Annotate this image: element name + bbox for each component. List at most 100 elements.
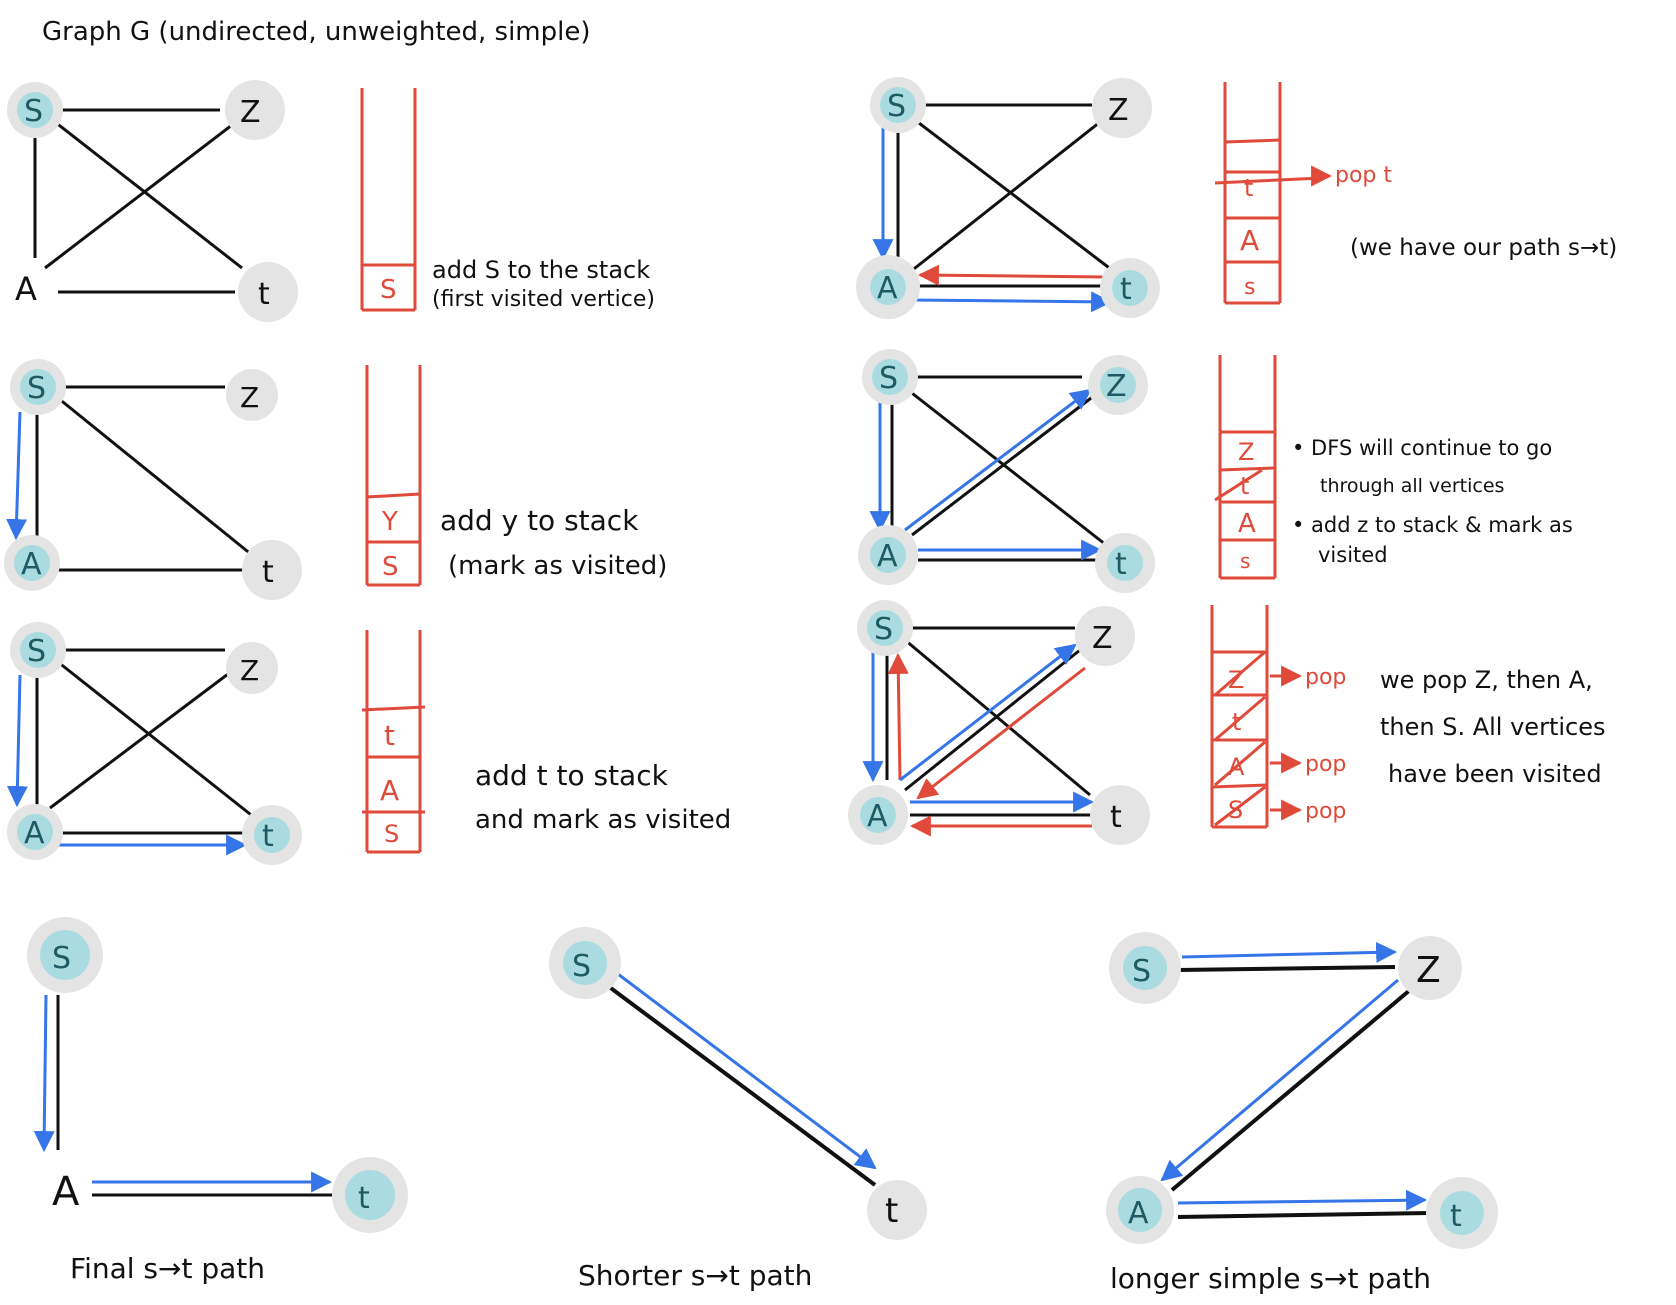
longer-path-z-a xyxy=(1160,978,1399,1182)
svg-text:Z: Z xyxy=(240,95,261,130)
longer-edge-s-z xyxy=(1177,965,1396,972)
panel-6-stack-item-t: t xyxy=(1232,708,1241,736)
svg-text:S: S xyxy=(52,941,71,976)
panel-4-vertex-a: A xyxy=(856,255,920,319)
svg-text:t: t xyxy=(1110,800,1122,835)
panel-1-vertex-a: A xyxy=(15,270,37,308)
panel-1-note-1: add S to the stack xyxy=(432,256,650,284)
caption-longer: longer simple s→t path xyxy=(1110,1262,1431,1295)
svg-text:A: A xyxy=(1128,1196,1149,1231)
svg-text:t: t xyxy=(1120,272,1132,307)
panel-6-stack-item-z: Z xyxy=(1228,666,1244,694)
panel-2-note-1: add y to stack xyxy=(440,504,639,537)
svg-text:Z: Z xyxy=(1092,621,1113,656)
svg-text:t: t xyxy=(262,555,274,590)
svg-text:t: t xyxy=(262,819,274,854)
svg-text:Z: Z xyxy=(1108,93,1129,128)
shorter-edge-s-t xyxy=(598,978,877,1187)
caption-final: Final s→t path xyxy=(70,1252,265,1285)
panel-5-path-a-z xyxy=(904,388,1092,532)
svg-text:A: A xyxy=(867,799,888,834)
longer-vertex-a: A xyxy=(1106,1176,1174,1244)
svg-text:Z: Z xyxy=(240,654,259,687)
panel-3-vertex-z: Z xyxy=(226,642,278,694)
panel-6-note-1: we pop Z, then A, xyxy=(1380,666,1593,694)
final-vertex-s: S xyxy=(27,917,103,993)
panel-3-graph xyxy=(35,648,256,835)
longer-vertex-z: Z xyxy=(1398,936,1462,1000)
panel-2-stack-item-top: Y xyxy=(381,507,398,537)
svg-text:t: t xyxy=(885,1191,898,1231)
shorter-vertex-t: t xyxy=(867,1180,927,1240)
panel-6-back-a-s xyxy=(887,652,909,781)
panel-5-vertex-t: t xyxy=(1095,533,1155,593)
panel-3-stack-item-a: A xyxy=(380,774,399,807)
panel-3-note-1: add t to stack xyxy=(475,759,669,792)
panel-6-stack-item-s: S xyxy=(1228,796,1243,824)
panel-4-path-a-t xyxy=(911,291,1113,313)
svg-text:t: t xyxy=(358,1181,370,1216)
panel-5-vertex-a: A xyxy=(858,525,918,585)
panel-1-graph xyxy=(33,108,243,294)
svg-text:S: S xyxy=(874,612,893,647)
svg-text:S: S xyxy=(879,361,898,396)
panel-6-pop-label-2: pop xyxy=(1305,752,1346,777)
panel-6-pop-label-3: pop xyxy=(1305,799,1346,824)
svg-text:Z: Z xyxy=(240,381,259,414)
panel-3-stack xyxy=(361,630,426,854)
panel-6-note-3: have been visited xyxy=(1388,760,1602,788)
panel-3-stack-item-s: S xyxy=(384,820,399,848)
longer-edge-z-a xyxy=(1170,988,1412,1192)
panel-1-vertex-t: t xyxy=(238,262,298,322)
shorter-path-s-t xyxy=(609,966,877,1170)
svg-text:Z: Z xyxy=(1106,369,1127,404)
panel-5-note-4: visited xyxy=(1318,543,1388,567)
svg-text:S: S xyxy=(27,634,46,669)
diagram-title: Graph G (undirected, unweighted, simple) xyxy=(42,17,591,47)
panel-6-vertex-z: Z xyxy=(1075,606,1135,666)
panel-6-vertex-t: t xyxy=(1090,785,1150,845)
panel-2-graph xyxy=(35,385,253,572)
panel-6-back-z-a xyxy=(916,666,1086,800)
svg-text:A: A xyxy=(15,270,37,308)
svg-text:A: A xyxy=(877,539,898,574)
longer-edge-a-t xyxy=(1177,1211,1431,1219)
panel-5-stack-item-s: s xyxy=(1240,549,1250,573)
panel-5-stack-item-a: A xyxy=(1238,509,1256,539)
svg-text:t: t xyxy=(1115,547,1127,582)
final-vertex-t: t xyxy=(332,1157,408,1233)
caption-shorter: Shorter s→t path xyxy=(578,1259,812,1292)
panel-1-vertex-s: S xyxy=(7,82,63,138)
panel-4-vertex-z: Z xyxy=(1092,78,1152,138)
panel-4-stack-item-t: t xyxy=(1244,174,1253,202)
panel-1-vertex-z: Z xyxy=(225,80,285,140)
panel-5-stack-item-z: Z xyxy=(1238,438,1254,466)
panel-5-note-2: through all vertices xyxy=(1320,475,1504,497)
svg-text:S: S xyxy=(572,949,591,984)
panel-4-pop-label: pop t xyxy=(1335,163,1392,188)
svg-text:S: S xyxy=(27,371,46,406)
panel-6-pop-label-1: pop xyxy=(1305,665,1346,690)
panel-2-vertex-s: S xyxy=(10,359,66,415)
panel-3-vertex-s: S xyxy=(10,622,66,678)
panel-5-graph xyxy=(890,375,1111,562)
panel-3-vertex-a: A xyxy=(7,804,63,860)
panel-3-vertex-t: t xyxy=(242,805,302,865)
panel-2-vertex-t: t xyxy=(242,540,302,600)
svg-text:A: A xyxy=(52,1169,80,1215)
svg-text:S: S xyxy=(24,94,43,129)
panel-6-vertex-a: A xyxy=(848,785,908,845)
panel-4-vertex-s: S xyxy=(870,77,926,133)
panel-4-graph xyxy=(896,103,1113,288)
svg-text:A: A xyxy=(21,547,42,582)
panel-4-note-1: (we have our path s→t) xyxy=(1350,235,1617,261)
svg-text:Z: Z xyxy=(1416,950,1441,991)
panel-6-path-a-z xyxy=(899,643,1077,782)
panel-4-vertex-t: t xyxy=(1100,258,1160,318)
panel-3-note-2: and mark as visited xyxy=(475,805,731,835)
panel-6-stack xyxy=(1210,605,1269,829)
final-path-s-a xyxy=(33,994,55,1153)
panel-5-note-3: • add z to stack & mark as xyxy=(1292,513,1573,537)
svg-text:S: S xyxy=(887,89,906,124)
panel-2-vertex-a: A xyxy=(4,535,60,591)
